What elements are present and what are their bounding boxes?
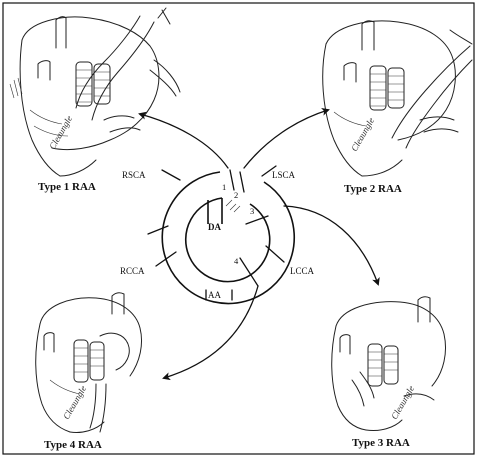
rcca-stub-upper [148, 226, 168, 234]
label-lsca: LSCA [272, 170, 296, 180]
title-type3-raa: Type 3 RAA [352, 437, 410, 449]
panel-type1-illustration [10, 8, 180, 176]
title-type4-raa: Type 4 RAA [44, 439, 102, 451]
label-lcca: LCCA [290, 266, 315, 276]
rcca-branch [156, 252, 176, 266]
label-da: DA [208, 222, 221, 232]
division-number-4: 4 [234, 256, 239, 266]
artist-signature-type1: Cleaungle [47, 114, 74, 151]
rsca-branch [162, 170, 180, 180]
label-aa: AA [208, 290, 221, 300]
label-rcca: RCCA [120, 266, 145, 276]
division-marker-2 [240, 172, 244, 192]
division-number-2: 2 [234, 190, 238, 200]
title-type2-raa: Type 2 RAA [344, 183, 402, 195]
label-rsca: RSCA [122, 170, 146, 180]
artist-signature-type2: Cleaungle [349, 116, 376, 153]
division-number-1: 1 [222, 182, 226, 192]
arrow-to-type2 [244, 110, 328, 168]
panel-type4-illustration [36, 293, 142, 433]
arrow-to-type1 [140, 114, 228, 168]
title-type1-raa: Type 1 RAA [38, 181, 96, 193]
panel-type3-illustration [332, 297, 446, 431]
division-marker-1 [230, 170, 234, 190]
lcca-branch [266, 246, 284, 262]
division-number-3: 3 [250, 206, 254, 216]
inner-arch-ring [186, 198, 270, 282]
panel-type2-illustration [323, 21, 472, 176]
outer-arch-ring [162, 172, 294, 303]
artist-signature-type3: Cleaungle [389, 384, 416, 421]
